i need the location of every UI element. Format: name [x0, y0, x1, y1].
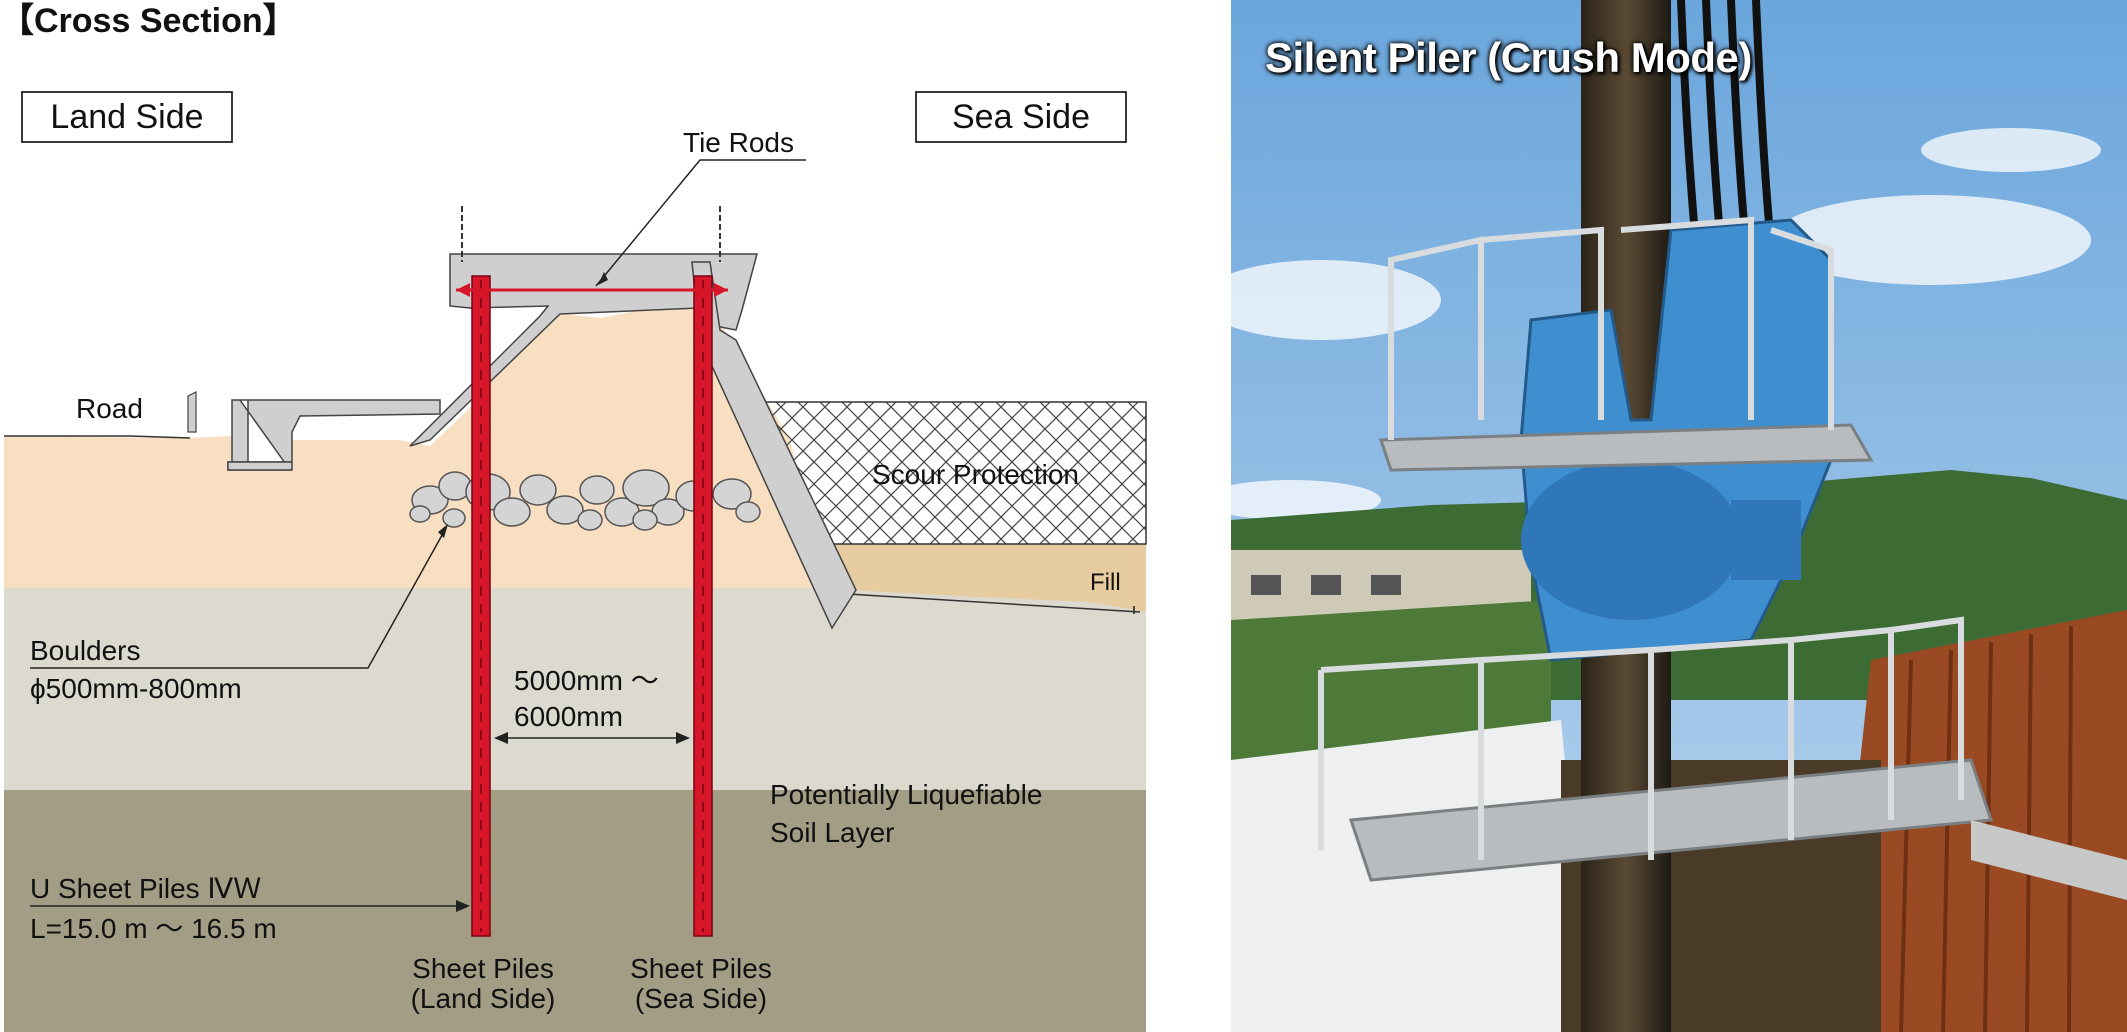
liquefiable-label-line2: Soil Layer: [770, 817, 895, 848]
section-title: 【Cross Section】: [0, 2, 297, 40]
spacing-label-line1: 5000mm ～: [514, 665, 659, 696]
tie-rods-label: Tie Rods: [683, 127, 794, 158]
pile-spec-line1: U Sheet Piles ⅣＷ: [30, 873, 261, 904]
pile-spec-line2: L=15.0 m ～ 16.5 m: [30, 913, 277, 944]
silent-piler-photo: Silent Piler (Crush Mode): [1231, 0, 2127, 1032]
fill-label: Fill: [1090, 569, 1121, 596]
photo-illustration: [1231, 0, 2127, 1032]
scour-protection-label: Scour Protection: [872, 459, 1079, 490]
land-side-label: Land Side: [50, 98, 203, 136]
spacing-label-line2: 6000mm: [514, 701, 623, 732]
liquefiable-label-line1: Potentially Liquefiable: [770, 779, 1042, 810]
liquefiable-soil-layer: [4, 588, 1146, 790]
sea-piles-label-line2: (Sea Side): [635, 983, 767, 1014]
photo-title: Silent Piler (Crush Mode): [1265, 34, 1752, 81]
land-piles-label-line1: Sheet Piles: [412, 953, 554, 984]
boulders-label: Boulders: [30, 635, 141, 666]
sea-side-wall: [691, 261, 857, 630]
cross-section-diagram: 【Cross Section】 Land Side Sea Side Tie R…: [0, 2, 1147, 1032]
boulders-group: [409, 469, 761, 531]
fill-layer: [812, 544, 1146, 612]
sea-side-label: Sea Side: [952, 98, 1090, 136]
boulders-size-label: ϕ500mm-800mm: [30, 673, 242, 704]
road-label: Road: [76, 393, 143, 424]
land-piles-label-line2: (Land Side): [411, 983, 556, 1014]
soil-bottom-layer: [4, 790, 1146, 1032]
sea-piles-label-line1: Sheet Piles: [630, 953, 772, 984]
